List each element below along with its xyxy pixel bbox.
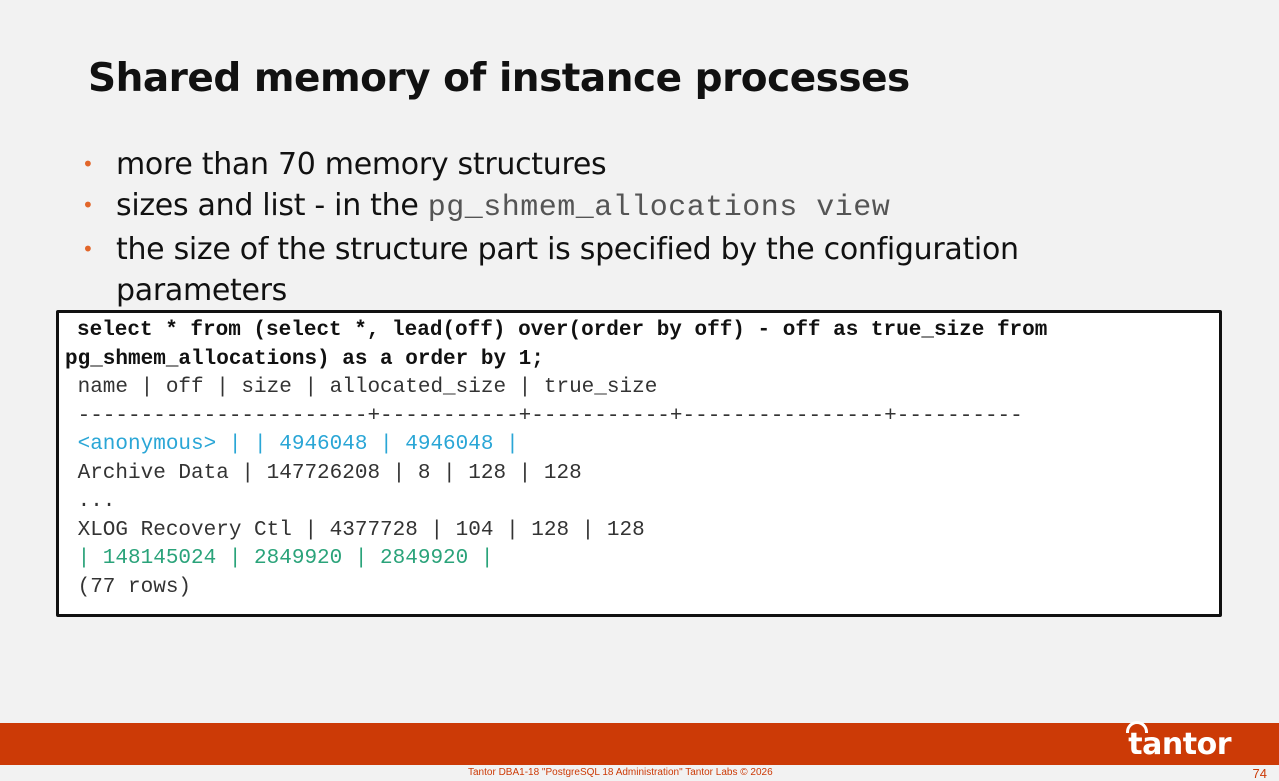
bullet-dot-icon: • [82,152,94,176]
bullet-code: pg_shmem_allocations view [427,191,891,225]
sql-command-line: select * from (select *, lead(off) over(… [77,319,1048,342]
result-row-free: | 148145024 | 2849920 | 2849920 | [65,547,494,570]
bullet-item: • more than 70 memory structures [80,144,1180,185]
result-header: name | off | size | allocated_size | tru… [65,376,658,399]
bullet-text: the size of the structure part is specif… [116,232,1019,308]
bullet-item: • the size of the structure part is spec… [80,229,1180,311]
slide-title: Shared memory of instance processes [88,56,910,101]
tantor-logo: tantor [1126,721,1231,761]
result-ellipsis: ... [65,490,116,513]
bullet-text: sizes and list - in the [116,188,428,223]
logo-arc-icon [1126,721,1149,733]
bullet-text: more than 70 memory structures [116,147,607,182]
footer-caption: Tantor DBA1-18 "PostgreSQL 18 Administra… [468,767,773,778]
result-row: Archive Data | 147726208 | 8 | 128 | 128 [65,461,582,485]
bullet-list: • more than 70 memory structures • sizes… [80,144,1180,311]
footer-bar: tantor [0,721,1279,765]
result-row-count: (77 rows) [65,575,192,599]
result-row-anonymous: <anonymous> | | 4946048 | 4946048 | [65,433,519,456]
result-separator: -----------------------+-----------+----… [65,404,1023,428]
sql-command-line: pg_shmem_allocations) as a order by 1; [65,347,544,371]
bullet-dot-icon: • [82,237,94,261]
code-block: select * from (select *, lead(off) over(… [56,310,1222,617]
result-row: XLOG Recovery Ctl | 4377728 | 104 | 128 … [65,518,645,542]
page-number: 74 [1252,766,1267,781]
bullet-item: • sizes and list - in the pg_shmem_alloc… [80,185,1180,229]
bullet-dot-icon: • [82,193,94,217]
